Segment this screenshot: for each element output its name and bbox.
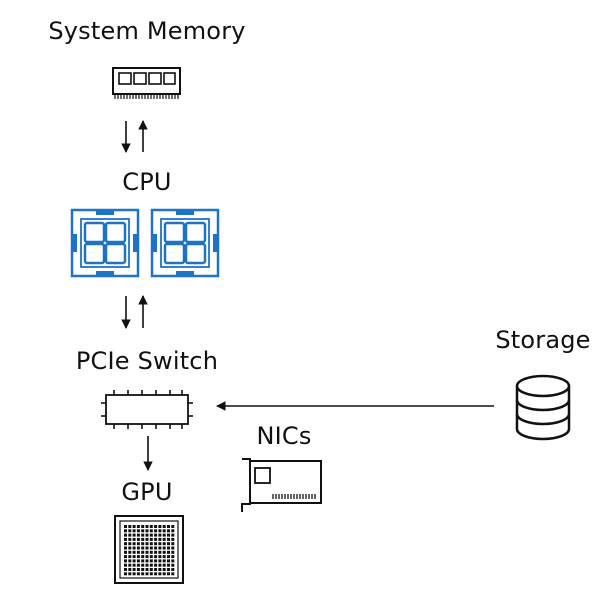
system-memory-label: System Memory: [48, 17, 246, 45]
nics-label: NICs: [256, 422, 312, 450]
cpu-label: CPU: [122, 168, 172, 196]
cpu-chip-right: [150, 208, 220, 278]
gpu-label: GPU: [121, 478, 173, 506]
gpu-chip-icon: [114, 515, 184, 584]
cpu-chip-left: [70, 208, 140, 278]
memory-module-icon: [112, 67, 181, 99]
network-card-icon: [241, 458, 322, 512]
memory-cpu-arrows: [121, 120, 148, 153]
storage-label: Storage: [495, 326, 591, 354]
pcie-switch-label: PCIe Switch: [75, 347, 219, 375]
storage-database-icon: [515, 374, 571, 441]
cpu-chip-icon: [70, 208, 220, 278]
pcie-switch-icon: [101, 390, 193, 429]
cpu-pcie-arrows: [121, 295, 148, 329]
